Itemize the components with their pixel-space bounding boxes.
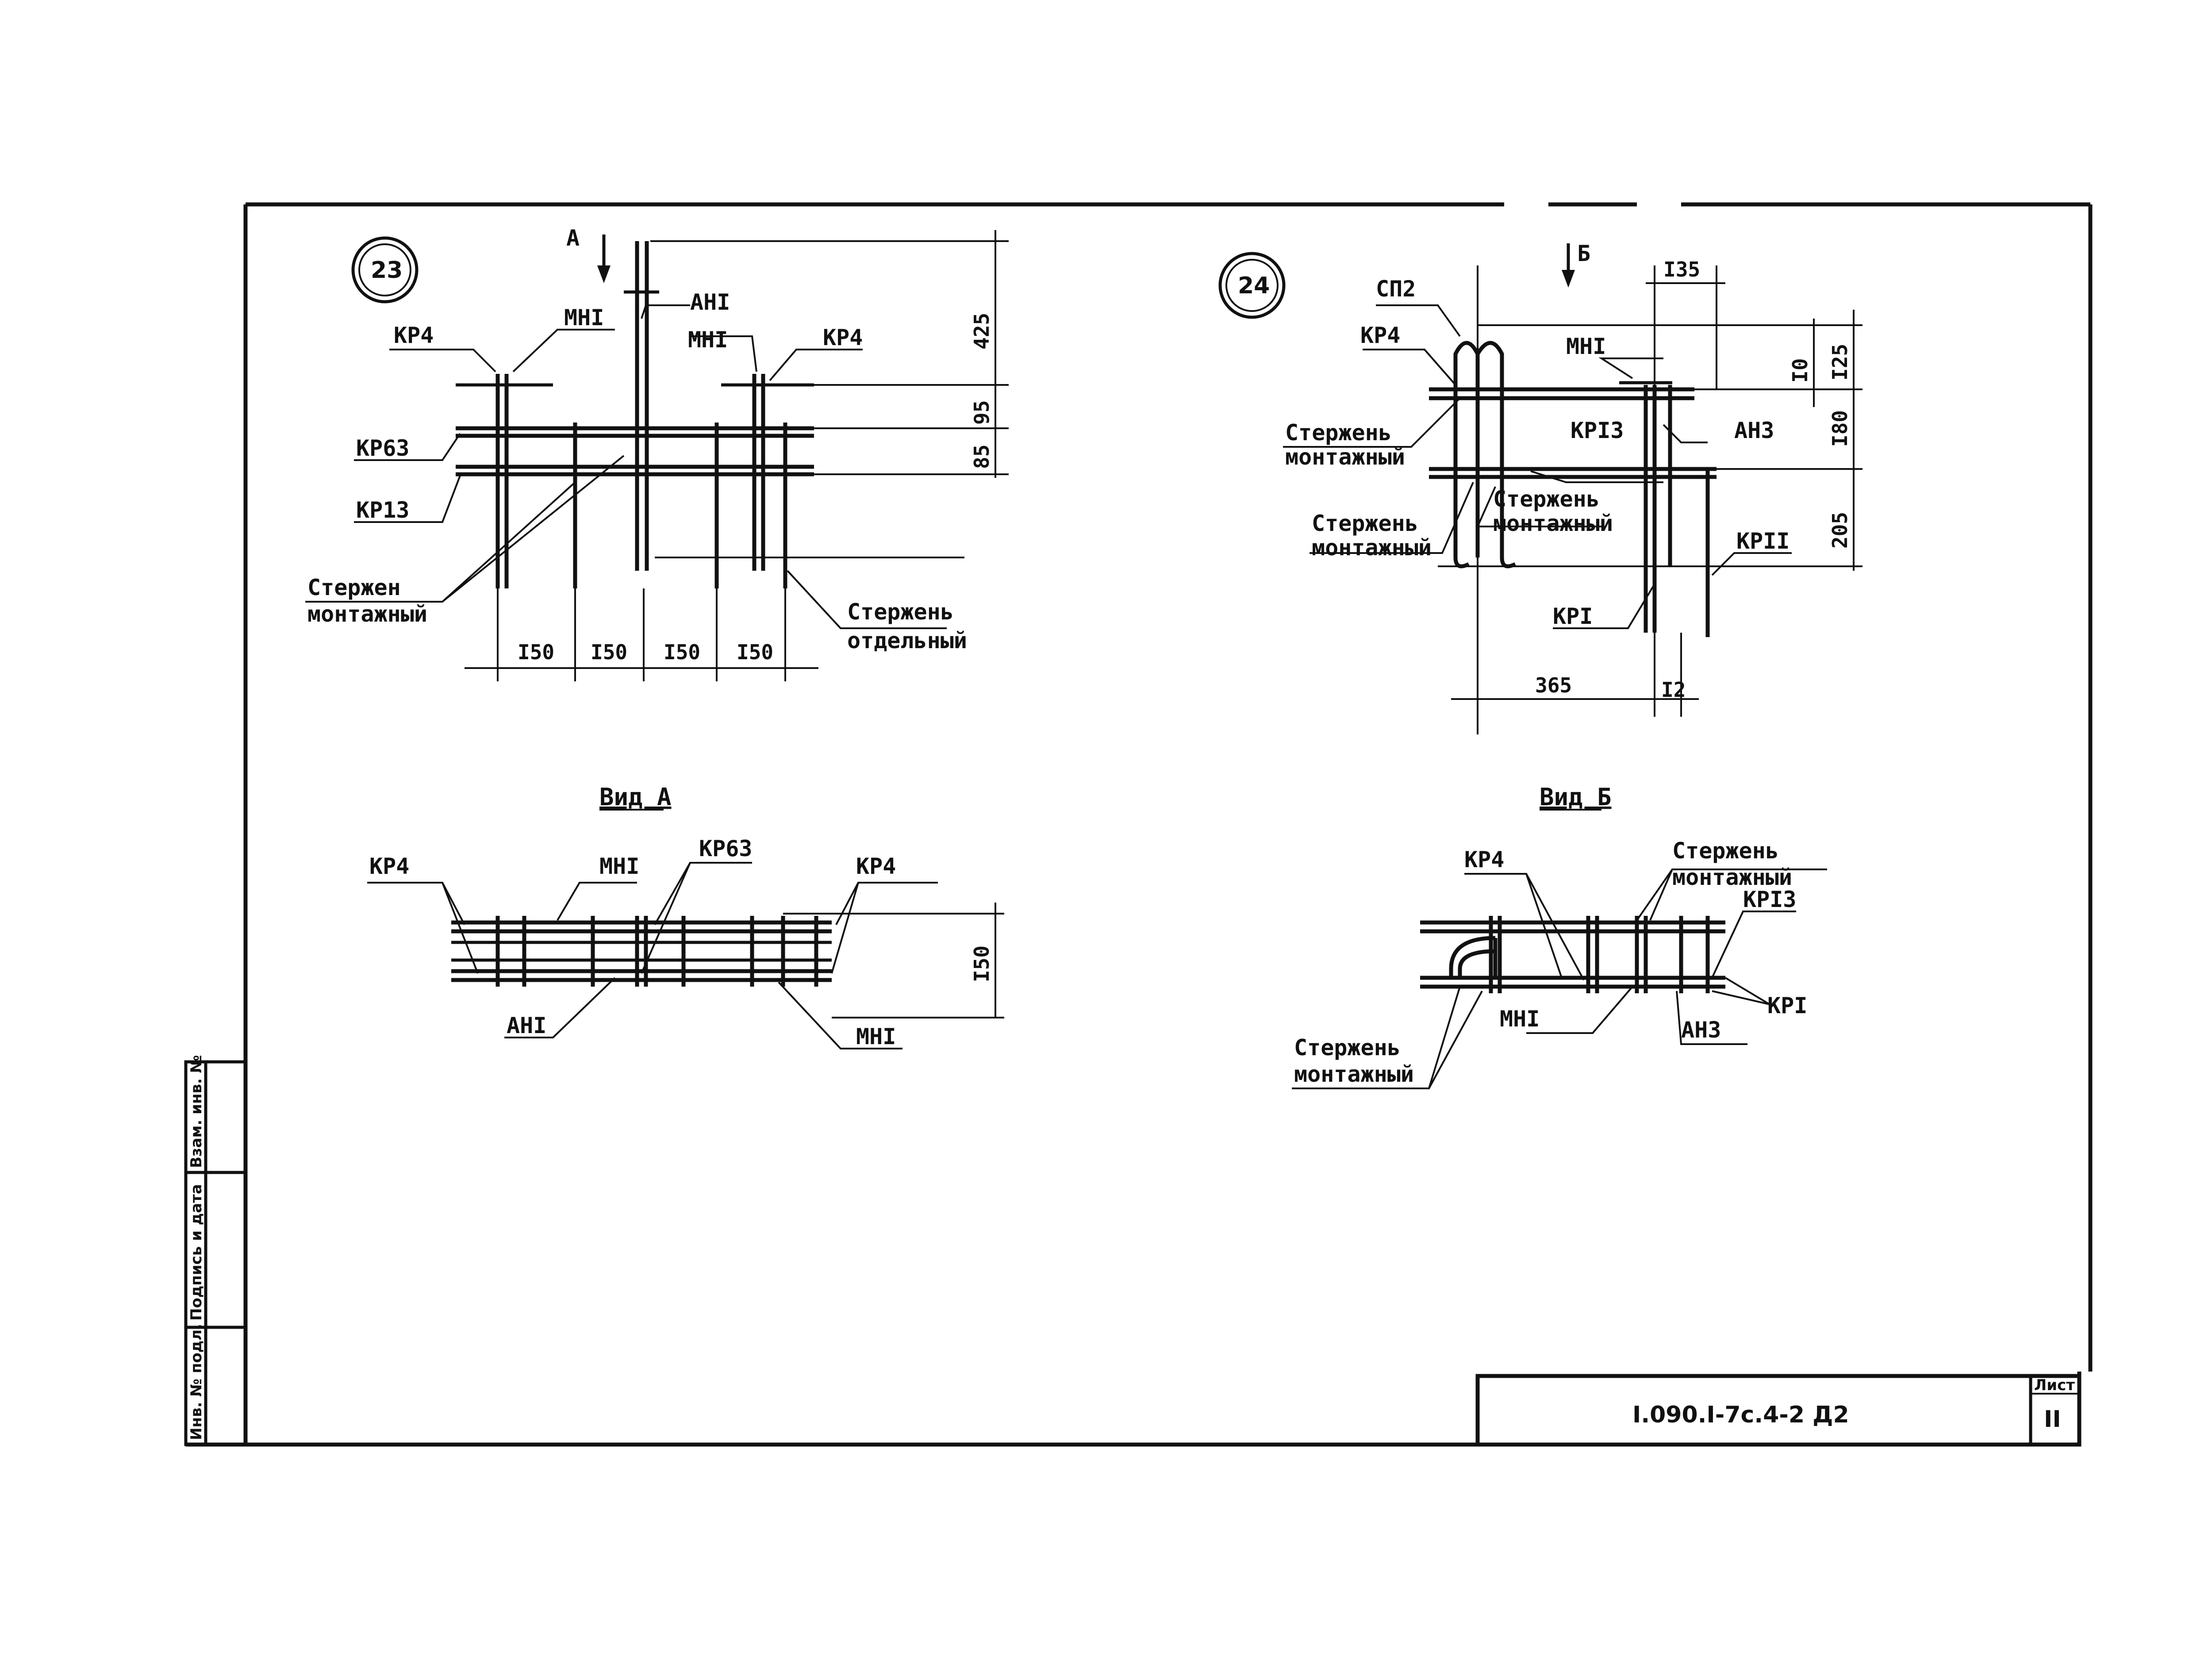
dim-150-3: I50 [664,640,700,664]
label-rod-mount-a1: Стержень [1285,420,1392,446]
view-b-label-rod-mount-top1: Стержень [1672,838,1779,864]
label-rod-mount-b1: Стержень [1493,486,1600,512]
view-b-label-rod-mount-bot1: Стержень [1294,1035,1401,1061]
view-b-label-kr4: КР4 [1464,847,1504,872]
dim-85: 85 [970,445,994,469]
label-kr13: КР13 [356,497,409,523]
dim-150-2: I50 [591,640,627,664]
dim-425: 425 [970,313,994,350]
view-b-label-an3: АН3 [1681,1017,1721,1043]
detail-23-number: 23 [371,257,403,284]
label-mn1-left: МНI [564,305,604,330]
view-a-label-kr4-left: КР4 [369,853,409,879]
view-b-label-rod-mount-bot2: монтажный [1294,1061,1414,1087]
drawing-frame [186,202,2093,1447]
detail-24-number: 24 [1238,273,1270,299]
view-arrow-a-icon [597,265,611,283]
stamp-replace-inv: Взам. инв. № [188,1055,205,1168]
label-rod-mount-b2: монтажный [1493,511,1613,536]
view-a-label-kr4-right: КР4 [856,853,896,879]
stamp-signature-date: Подпись и дата [188,1184,205,1321]
title-block: I.090.I-7с.4-2 Д2 Лист II [1475,1374,2081,1447]
label-kr4: КР4 [1360,323,1400,348]
view-a-dim-150: I50 [970,945,994,982]
sheet-number: II [2044,1406,2061,1433]
label-mn1: МНI [1566,334,1606,359]
label-rod-sep-1: Стержень [847,599,954,625]
label-an3: АН3 [1734,418,1774,443]
label-mn1-right: МНI [688,327,728,353]
view-b-title: Вид Б [1540,783,1612,811]
label-kr4-right: КР4 [823,325,863,350]
detail-23: 23 А [305,225,1009,681]
view-a-title: Вид А [599,783,672,811]
view-a-label-mn1-bottom: МНI [856,1024,896,1049]
view-b-label-kr1: КРI [1767,993,1807,1018]
view-a-label-mn1-top: МНI [599,853,639,879]
label-rod-mount-a2: монтажный [1285,444,1405,470]
label-kr11: КРII [1736,528,1790,554]
label-kr63: КР63 [356,435,409,461]
view-b-label-mn1: МНI [1500,1006,1540,1032]
label-rod-mount-c2: монтажный [1312,535,1432,561]
label-kr4-left: КР4 [394,323,434,348]
view-arrow-a-letter: А [566,225,580,251]
label-rod-mount-1: Стержен [307,575,401,600]
label-rod-sep-2: отдельный [847,628,967,653]
detail-24: 24 Б [1218,241,1863,734]
dim-150-4: I50 [737,640,773,664]
label-kr13: КРI3 [1571,418,1624,443]
dim-180: I80 [1828,410,1852,447]
view-a-label-kr63: КР63 [699,836,752,861]
dim-365: 365 [1535,673,1572,697]
dim-125: I25 [1828,344,1852,380]
view-a-label-an1: АНI [507,1013,546,1038]
view-b-label-rod-mount-top2: монтажный [1672,865,1792,890]
view-b: Вид Б КР4 Стержень монтажный КРI3 МНI [1292,783,1827,1089]
dim-135: I35 [1663,257,1700,281]
document-code: I.090.I-7с.4-2 Д2 [1632,1402,1849,1428]
view-arrow-b-letter: Б [1577,241,1590,266]
label-an1: АНI [690,289,730,315]
label-sp2: СП2 [1376,276,1416,302]
dim-205: 205 [1828,512,1852,549]
view-arrow-b-icon [1562,270,1575,288]
dim-95: 95 [970,400,994,425]
label-rod-mount-c1: Стержень [1312,511,1418,536]
view-b-label-kr13: КРI3 [1743,887,1796,912]
side-stamp: Взам. инв. № Подпись и дата Инв. № подл. [184,1055,247,1446]
dim-12: I2 [1661,678,1686,702]
sheet-label: Лист [2034,1376,2075,1394]
stamp-original-inv: Инв. № подл. [188,1324,205,1440]
dim-150-1: I50 [518,640,554,664]
label-rod-mount-2: монтажный [307,601,427,627]
dim-10: I0 [1788,358,1812,383]
label-kr1: КРI [1553,603,1593,629]
view-a: Вид А КР4 МНI КР63 КР4 АНI МНI [367,783,1004,1049]
